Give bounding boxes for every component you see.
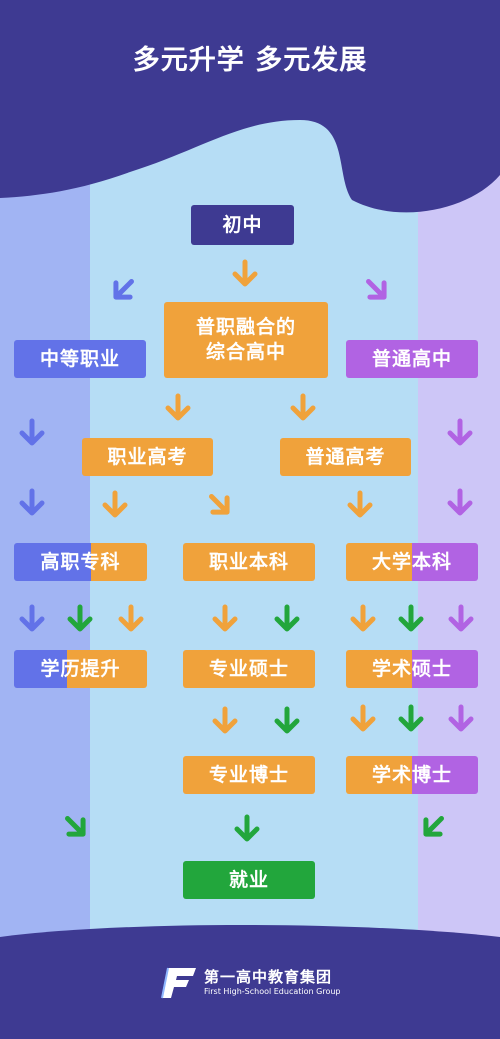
arrow-down-left-icon — [113, 279, 134, 300]
node-vocational-exam: 职业高考 — [82, 438, 213, 476]
node-academic-doctor: 学术博士 — [346, 756, 478, 794]
node-vocational-bachelor: 职业本科 — [183, 543, 315, 581]
arrow-down-icon — [448, 604, 474, 632]
node-professional-master: 专业硕士 — [183, 650, 315, 688]
arrow-down-right-icon — [366, 279, 387, 300]
arrow-down-icon — [274, 604, 300, 632]
node-professional-doctor: 专业博士 — [183, 756, 315, 794]
node-employment: 就业 — [183, 861, 315, 899]
node-general-high: 普通高中 — [346, 340, 478, 378]
arrow-down-icon — [448, 704, 474, 732]
arrow-down-right-icon — [65, 816, 86, 837]
arrow-down-icon — [165, 393, 191, 421]
node-integrated-high: 普职融合的 综合高中 — [164, 302, 328, 378]
node-degree-upgrade: 学历提升 — [14, 650, 147, 688]
arrow-down-icon — [347, 490, 373, 518]
node-junior-high: 初中 — [191, 205, 294, 245]
arrow-down-icon — [232, 259, 258, 287]
node-academic-master: 学术硕士 — [346, 650, 478, 688]
arrow-down-icon — [398, 604, 424, 632]
arrow-down-icon — [274, 706, 300, 734]
arrow-down-icon — [447, 418, 473, 446]
arrow-down-icon — [212, 604, 238, 632]
arrow-down-icon — [19, 488, 45, 516]
header-wave — [0, 0, 500, 213]
node-general-exam: 普通高考 — [280, 438, 411, 476]
brand-name-cn: 第一高中教育集团 — [204, 968, 333, 986]
arrow-down-icon — [212, 706, 238, 734]
arrow-down-icon — [19, 418, 45, 446]
node-university-bachelor: 大学本科 — [346, 543, 478, 581]
arrow-down-icon — [118, 604, 144, 632]
footer-wave — [0, 925, 500, 1039]
arrow-down-icon — [102, 490, 128, 518]
arrow-down-icon — [350, 704, 376, 732]
arrow-down-icon — [398, 704, 424, 732]
arrow-down-right-icon — [209, 494, 230, 515]
arrow-down-icon — [350, 604, 376, 632]
school-logo-icon — [161, 967, 196, 999]
arrow-down-icon — [234, 814, 260, 842]
arrow-down-left-icon — [423, 816, 444, 837]
node-vocational-secondary: 中等职业 — [14, 340, 146, 378]
page-title: 多元升学 多元发展 — [132, 45, 368, 76]
node-higher-vocational: 高职专科 — [14, 543, 147, 581]
arrow-down-icon — [290, 393, 316, 421]
brand-name-en: First High-School Education Group — [204, 987, 341, 996]
arrow-down-icon — [67, 604, 93, 632]
arrow-down-icon — [447, 488, 473, 516]
brand-logo: 第一高中教育集团 First High-School Education Gro… — [160, 966, 340, 1000]
arrow-down-icon — [19, 604, 45, 632]
